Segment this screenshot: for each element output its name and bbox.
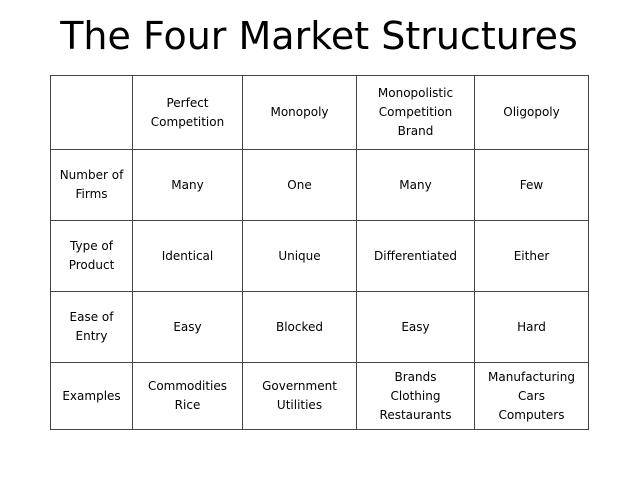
row-label-4-line-0: Examples (62, 388, 121, 403)
table-cell-r1-c3-line-0: Many (399, 177, 432, 192)
row-label-1-line-1: Firms (75, 187, 108, 201)
table-cell-r2-c4-line-0: Either (513, 248, 550, 263)
table-cell-r4-c3-line-0: Brands (394, 369, 437, 384)
table-cell-r3-c1-line-0: Easy (173, 319, 202, 334)
table-cell-r2-c1-line-0: Identical (161, 248, 214, 263)
table-cell-r4-c1-line-1: Rice (174, 398, 201, 412)
row-label-2: Type of Product (50, 220, 133, 292)
row-label-1-line-0: Number of (59, 168, 124, 182)
column-header-4-line-0: Oligopoly (503, 105, 560, 119)
table-cell-r1-c4: Few (474, 149, 589, 221)
table-cell-r2-c3: Differentiated (356, 220, 475, 292)
column-header-3-line-1: Competition (378, 105, 453, 119)
table-row: Type of Product Identical Unique Differentia… (50, 220, 589, 292)
table-cell-r3-c3-line-0: Easy (401, 319, 430, 334)
column-header-1-line-1: Competition (150, 114, 225, 129)
row-label-2-line-0: Type of (70, 239, 113, 253)
table-cell-r1-c4-line-0: Few (519, 177, 544, 192)
table-cell-r3-c2: Blocked (242, 291, 357, 363)
table-cell-r3-c1: Easy (132, 291, 243, 363)
table-cell-r3-c2-line-0: Blocked (275, 319, 324, 334)
row-label-4: Examples (50, 362, 133, 430)
slide-title: The Four Market Structures (60, 14, 578, 58)
table-cell-r4-c2-line-1: Utilities (276, 398, 323, 412)
table-cell-r4-c4-line-0: Manufacturing (488, 369, 575, 384)
table-row: Ease of Entry Easy Blocked Easy Hard (50, 291, 589, 363)
table-cell-r3-c4: Hard (474, 291, 589, 363)
row-label-3: Ease of Entry (50, 291, 133, 363)
column-header-3-line-2: Brand (397, 124, 434, 138)
table-cell-r1-c1-line-0: Many (171, 177, 204, 192)
row-label-3-line-0: Ease of (69, 310, 114, 324)
table-cell-r2-c2-line-0: Unique (278, 248, 321, 263)
table-cell-r2-c2: Unique (242, 220, 357, 292)
header-corner-cell (50, 75, 133, 150)
column-header-4: Oligopoly (474, 75, 589, 150)
column-header-1-line-0: Perfect (166, 95, 209, 110)
column-header-2: Monopoly (242, 75, 357, 150)
column-header-3-line-0: Monopolistic (377, 86, 454, 100)
row-label-1: Number of Firms (50, 149, 133, 221)
table-cell-r2-c4: Either (474, 220, 589, 292)
table-cell-r4-c2-line-0: Government (262, 379, 337, 393)
table-cell-r1-c2: One (242, 149, 357, 221)
table-cell-r4-c4-line-1: Cars (518, 388, 545, 403)
table-cell-r4-c3-line-1: Clothing (390, 388, 441, 403)
table-cell-r1-c1: Many (132, 149, 243, 221)
table-row: Number of Firms Many One Many Few (50, 149, 589, 221)
row-label-3-line-1: Entry (75, 329, 108, 343)
table-cell-r4-c3-line-2: Restaurants (379, 407, 452, 422)
table-cell-r4-c4-line-2: Computers (498, 407, 565, 422)
table-cell-r2-c1: Identical (132, 220, 243, 292)
table-cell-r4-c1-line-0: Commodities (147, 379, 228, 393)
table-cell-r1-c3: Many (356, 149, 475, 221)
column-header-2-line-0: Monopoly (270, 105, 329, 119)
row-label-2-line-1: Product (68, 258, 115, 272)
table-cell-r3-c3: Easy (356, 291, 475, 363)
table-cell-r2-c3-line-0: Differentiated (374, 248, 457, 263)
table-cell-r1-c2-line-0: One (287, 177, 312, 192)
table-cell-r3-c4-line-0: Hard (517, 319, 546, 334)
